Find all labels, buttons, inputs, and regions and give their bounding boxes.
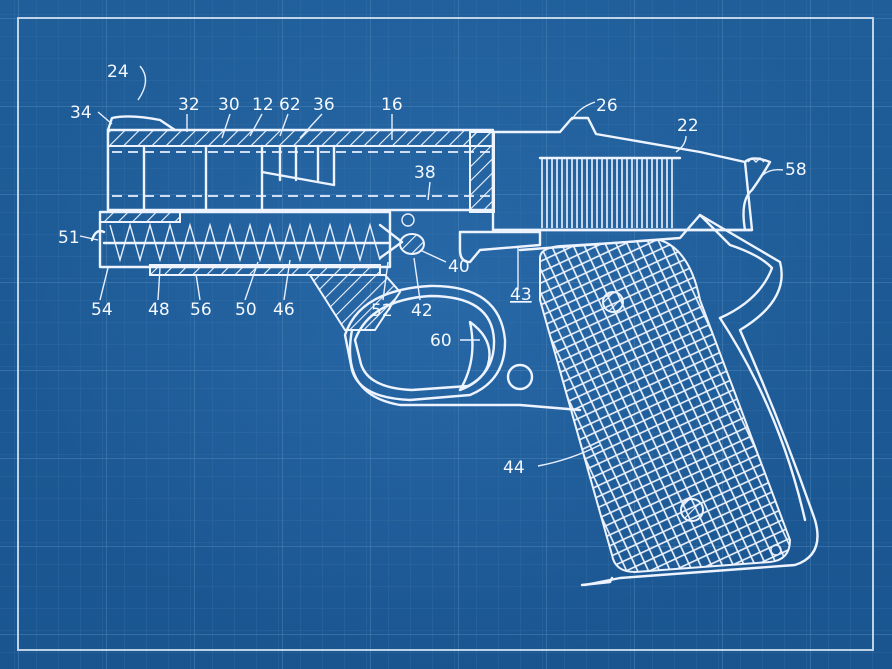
label-62: 62	[279, 95, 301, 115]
drawing-frame	[17, 17, 874, 651]
pistol-drawing: 24 34 32 30 12 62 36 16 26 22 58 38 51 4…	[58, 62, 819, 587]
leader-lines	[79, 65, 784, 467]
trigger-guard	[343, 284, 507, 402]
label-32: 32	[178, 95, 200, 115]
label-54: 54	[91, 300, 113, 320]
label-12: 12	[252, 95, 274, 115]
label-30: 30	[218, 95, 240, 115]
magazine-base	[580, 576, 614, 587]
label-24: 24	[107, 62, 129, 82]
label-46: 46	[273, 300, 295, 320]
grip-frame	[518, 213, 819, 587]
label-58: 58	[785, 160, 807, 180]
magazine-release	[506, 363, 534, 391]
label-50: 50	[235, 300, 257, 320]
grip-screw-bottom	[680, 498, 704, 522]
label-40: 40	[448, 257, 470, 277]
label-42: 42	[411, 301, 433, 321]
label-43: 43	[510, 285, 532, 305]
label-22: 22	[677, 116, 699, 136]
label-52: 52	[371, 301, 393, 321]
label-36: 36	[313, 95, 335, 115]
label-26: 26	[596, 96, 618, 116]
grip-panel	[539, 238, 792, 574]
label-34: 34	[70, 103, 92, 123]
label-56: 56	[190, 300, 212, 320]
label-51: 51	[58, 228, 80, 248]
trigger	[458, 320, 491, 392]
label-60: 60	[430, 331, 452, 351]
label-44: 44	[503, 458, 525, 478]
label-16: 16	[381, 95, 403, 115]
part-labels: 24 34 32 30 12 62 36 16 26 22 58 38 51 4…	[58, 62, 807, 478]
grip-screw-top	[602, 291, 624, 313]
slide	[491, 116, 754, 232]
recoil-spring	[90, 210, 425, 276]
label-48: 48	[148, 300, 170, 320]
label-38: 38	[414, 163, 436, 183]
